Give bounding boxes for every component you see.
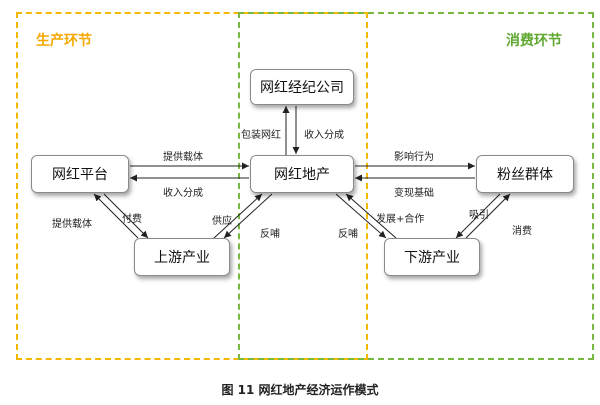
edge-label-monetize-base: 变现基础 [394,188,434,199]
arrow-fans-to-downstream [455,193,501,239]
arrow-upstream-to-estate [213,193,263,239]
arrow-platform-to-upstream [103,193,149,239]
edge-label-influence-behavior: 影响行为 [394,152,434,163]
edge-label-income-share-platform: 收入分成 [163,188,203,199]
arrow-estate-to-upstream [223,193,273,239]
node-downstream-industry: 下游产业 [384,238,480,276]
node-influencer-real-estate: 网红地产 [250,155,354,193]
arrow-upstream-to-platform [93,193,139,239]
consumption-stage-frame [238,12,594,360]
edge-label-consume: 消费 [512,226,532,237]
edge-label-feedback-right: 反哺 [338,229,358,240]
arrow-downstream-to-fans [465,193,511,239]
arrow-downstream-to-estate [345,193,397,239]
node-upstream-industry: 上游产业 [134,238,230,276]
arrow-estate-to-downstream [335,193,387,239]
edge-label-attract: 吸引 [469,210,489,221]
edge-label-income-share-agency: 收入分成 [304,130,344,141]
node-fan-group: 粉丝群体 [476,155,574,193]
edge-label-package-influencer: 包装网红 [241,130,281,141]
node-influencer-platform: 网红平台 [31,155,129,193]
edge-label-feedback-left: 反哺 [260,229,280,240]
edge-label-provide-carrier-left: 提供载体 [52,219,92,230]
edge-label-develop-cooperate: 发展+合作 [376,214,425,225]
production-stage-title: 生产环节 [36,33,92,49]
production-stage-frame [16,12,368,360]
figure-caption: 图 11 网红地产经济运作模式 [221,383,379,397]
node-influencer-agency: 网红经纪公司 [250,69,354,105]
consumption-stage-title: 消费环节 [506,33,562,49]
edge-label-pay-fee: 付费 [122,214,142,225]
edge-label-provide-carrier-top: 提供载体 [163,152,203,163]
edge-label-supply: 供应 [212,216,232,227]
